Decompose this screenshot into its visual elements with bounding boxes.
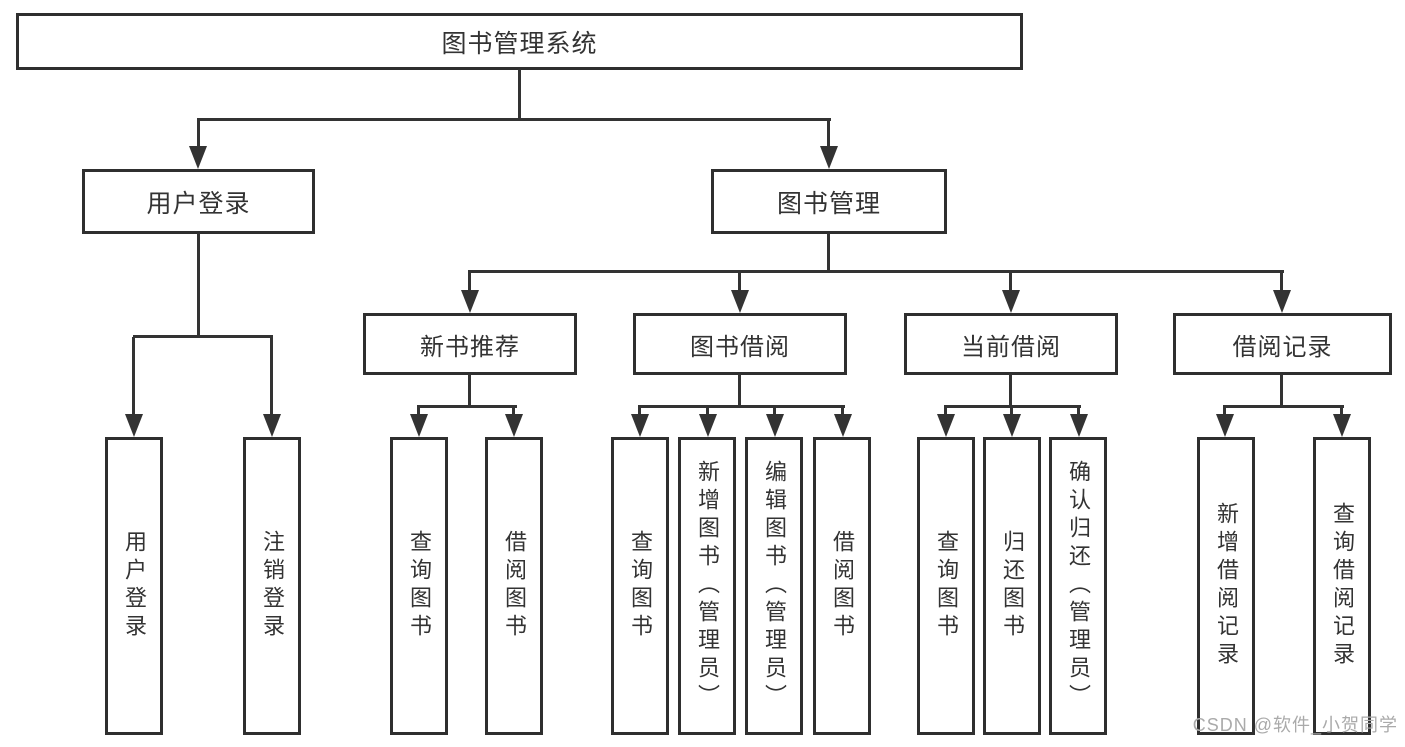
connector-line <box>1009 374 1012 408</box>
arrowhead <box>1070 414 1088 437</box>
leaf-confirm-return-admin: 确认归还（管理员） <box>1049 437 1107 735</box>
connector-line <box>1009 272 1012 292</box>
connector-line <box>773 407 776 419</box>
node-library-management-system: 图书管理系统 <box>16 13 1023 70</box>
node-book-management: 图书管理 <box>711 169 947 234</box>
connector-line <box>512 407 515 419</box>
arrowhead <box>834 414 852 437</box>
arrowhead <box>699 414 717 437</box>
connector-line <box>1340 407 1343 419</box>
connector-line <box>518 69 521 120</box>
connector-line <box>1280 272 1283 292</box>
arrowhead <box>820 146 838 169</box>
connector-line <box>468 272 471 292</box>
connector-line <box>706 407 709 419</box>
connector-line <box>841 407 844 419</box>
arrowhead <box>461 290 479 313</box>
leaf-borrow-books-borrowing: 借阅图书 <box>813 437 871 735</box>
connector-line <box>468 374 471 408</box>
arrowhead <box>410 414 428 437</box>
arrowhead <box>1216 414 1234 437</box>
leaf-logout: 注销登录 <box>243 437 301 735</box>
node-borrowing-records: 借阅记录 <box>1173 313 1392 375</box>
leaf-search-books-recommend: 查询图书 <box>390 437 448 735</box>
connector-line <box>270 337 273 417</box>
connector-line <box>638 405 845 408</box>
node-new-book-recommendation: 新书推荐 <box>363 313 577 375</box>
arrowhead <box>505 414 523 437</box>
arrowhead <box>766 414 784 437</box>
leaf-user-login: 用户登录 <box>105 437 163 735</box>
connector-line <box>638 407 641 419</box>
leaf-edit-books-admin: 编辑图书（管理员） <box>745 437 803 735</box>
watermark: CSDN @软件_小贺同学 <box>1192 715 1398 735</box>
connector-line <box>417 405 517 408</box>
arrowhead <box>263 414 281 437</box>
arrowhead <box>731 290 749 313</box>
connector-line <box>944 405 1081 408</box>
leaf-search-books-borrowing: 查询图书 <box>611 437 669 735</box>
connector-line <box>197 118 831 121</box>
connector-line <box>944 407 947 419</box>
leaf-add-borrow-record: 新增借阅记录 <box>1197 437 1255 735</box>
leaf-add-books-admin: 新增图书（管理员） <box>678 437 736 735</box>
connector-line <box>1223 405 1344 408</box>
arrowhead <box>125 414 143 437</box>
connector-line <box>133 335 273 338</box>
connector-line <box>1223 407 1226 419</box>
connector-line <box>417 407 420 419</box>
arrowhead <box>1273 290 1291 313</box>
connector-line <box>738 374 741 408</box>
node-book-borrowing: 图书借阅 <box>633 313 847 375</box>
arrowhead <box>1003 414 1021 437</box>
connector-line <box>738 272 741 292</box>
arrowhead <box>631 414 649 437</box>
connector-line <box>468 270 1284 273</box>
leaf-borrow-books-recommend: 借阅图书 <box>485 437 543 735</box>
connector-line <box>1280 374 1283 408</box>
connector-line <box>1010 407 1013 419</box>
leaf-return-books: 归还图书 <box>983 437 1041 735</box>
connector-line <box>197 120 200 150</box>
connector-line <box>197 233 200 337</box>
arrowhead <box>189 146 207 169</box>
node-current-borrowing: 当前借阅 <box>904 313 1118 375</box>
arrowhead <box>937 414 955 437</box>
arrowhead <box>1333 414 1351 437</box>
connector-line <box>1077 407 1080 419</box>
leaf-search-borrow-record: 查询借阅记录 <box>1313 437 1371 735</box>
connector-line <box>827 233 830 273</box>
leaf-search-books-current: 查询图书 <box>917 437 975 735</box>
arrowhead <box>1002 290 1020 313</box>
connector-line <box>132 337 135 417</box>
node-user-login: 用户登录 <box>82 169 315 234</box>
connector-line <box>827 120 830 150</box>
